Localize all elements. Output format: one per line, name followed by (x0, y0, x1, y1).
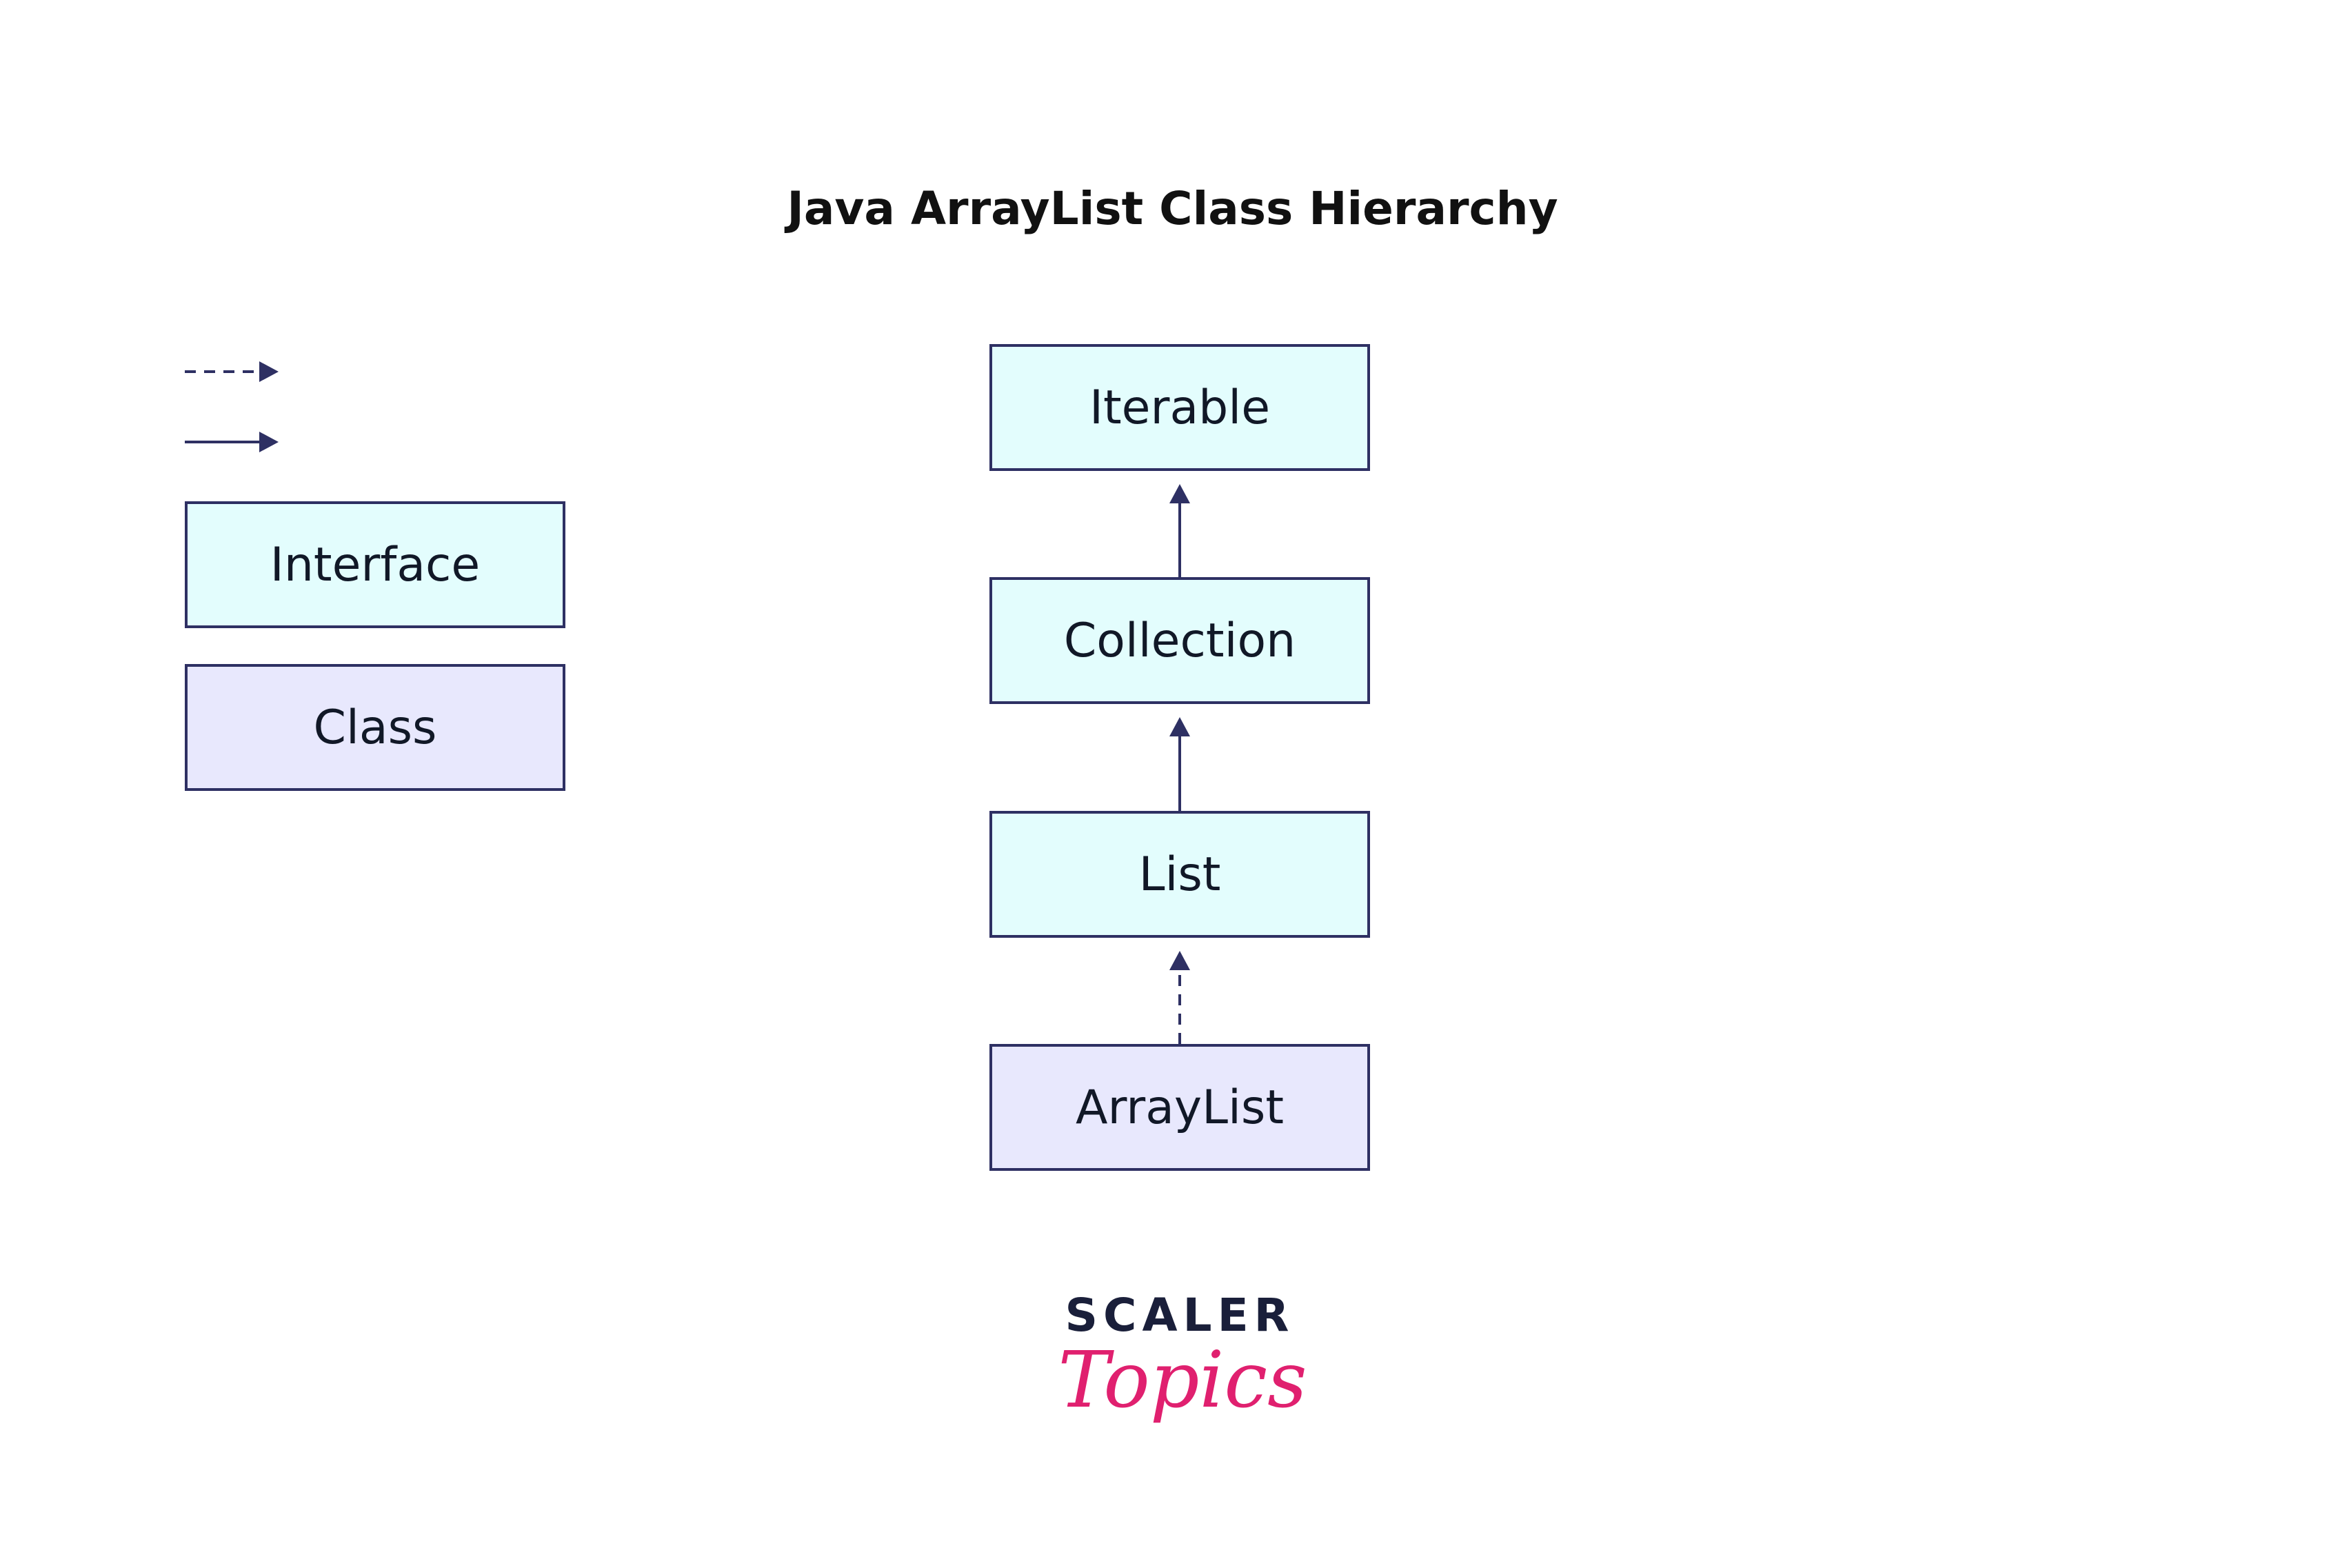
scaler-topics-logo: SCALER Topics (1058, 1289, 1307, 1425)
node-arraylist: ArrayList (989, 1044, 1370, 1171)
legend-class-box: Class (185, 664, 565, 791)
edge-arraylist-to-list (1169, 951, 1190, 1044)
node-iterable: Iterable (989, 344, 1370, 471)
node-collection-label: Collection (1063, 613, 1296, 668)
legend-solid-arrow (185, 432, 279, 452)
logo-scaler-text: SCALER (1065, 1289, 1294, 1342)
node-iterable-label: Iterable (1089, 380, 1271, 435)
node-arraylist-label: ArrayList (1075, 1080, 1284, 1135)
logo-topics-text: Topics (1058, 1336, 1307, 1425)
edge-collection-to-iterable (1169, 484, 1190, 577)
legend-dashed-arrow (185, 361, 279, 382)
node-collection: Collection (989, 577, 1370, 704)
legend-class-label: Class (313, 700, 437, 755)
legend-interface-label: Interface (270, 537, 481, 592)
page-title: Java ArrayList Class Hierarchy (787, 182, 1558, 235)
edge-list-to-collection (1169, 717, 1190, 811)
legend-interface-box: Interface (185, 501, 565, 628)
node-list-label: List (1138, 847, 1221, 902)
node-list: List (989, 811, 1370, 938)
